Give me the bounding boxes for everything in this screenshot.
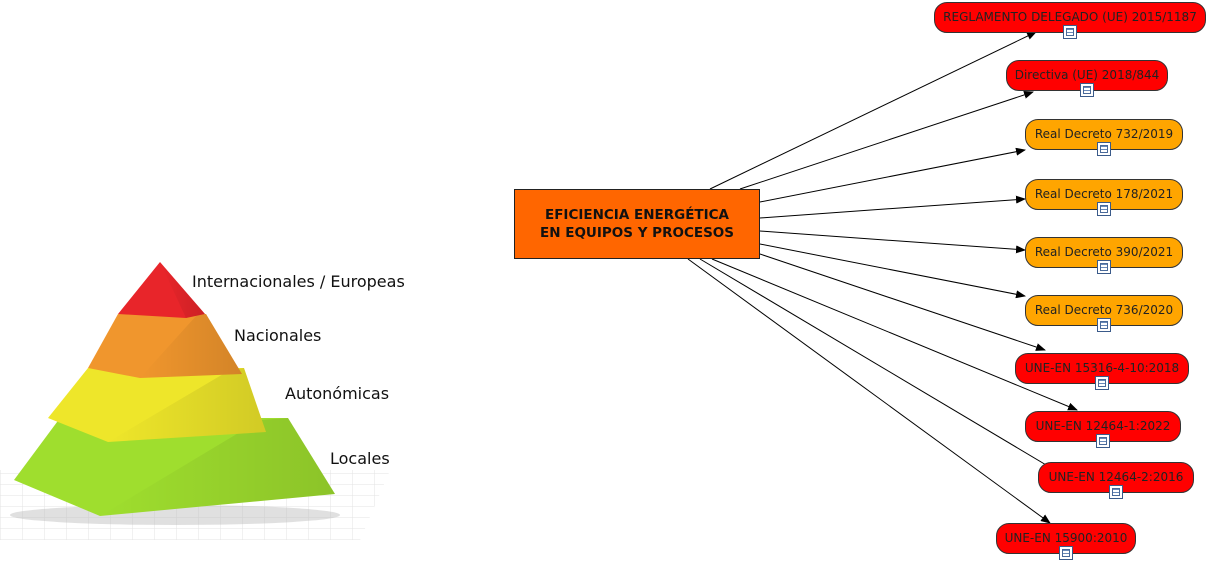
node-label: Real Decreto 732/2019	[1035, 127, 1173, 141]
center-topic-line1: EFICIENCIA ENERGÉTICA	[540, 206, 734, 224]
node-une-en-15900-2010[interactable]: UNE-EN 15900:2010	[996, 523, 1136, 554]
node-label: Directiva (UE) 2018/844	[1015, 68, 1160, 82]
node-label: Real Decreto 736/2020	[1035, 303, 1173, 317]
connector-line	[760, 231, 1025, 250]
node-real-decreto-736-2020[interactable]: Real Decreto 736/2020	[1025, 295, 1183, 326]
node-label: REGLAMENTO DELEGADO (UE) 2015/1187	[943, 10, 1197, 24]
connector-line	[688, 259, 1050, 523]
node-label: UNE-EN 12464-2:2016	[1049, 470, 1184, 484]
connector-line	[712, 259, 1077, 410]
node-label: UNE-EN 15900:2010	[1005, 531, 1128, 545]
connector-line	[760, 199, 1025, 218]
connector-line	[760, 150, 1025, 202]
document-icon[interactable]	[1095, 376, 1109, 390]
document-icon[interactable]	[1063, 25, 1077, 39]
node-label: Real Decreto 178/2021	[1035, 187, 1173, 201]
node-real-decreto-390-2021[interactable]: Real Decreto 390/2021	[1025, 237, 1183, 268]
node-directiva-2018-844[interactable]: Directiva (UE) 2018/844	[1006, 60, 1168, 91]
center-topic-node[interactable]: EFICIENCIA ENERGÉTICA EN EQUIPOS Y PROCE…	[514, 189, 760, 259]
connector-line	[760, 244, 1025, 296]
document-icon[interactable]	[1097, 142, 1111, 156]
node-une-en-15316-4-10-2018[interactable]: UNE-EN 15316-4-10:2018	[1015, 353, 1189, 384]
node-reglamento-delegado-2015-1187[interactable]: REGLAMENTO DELEGADO (UE) 2015/1187	[934, 2, 1206, 33]
node-label: Real Decreto 390/2021	[1035, 245, 1173, 259]
document-icon[interactable]	[1097, 260, 1111, 274]
document-icon[interactable]	[1096, 434, 1110, 448]
connector-line	[700, 259, 1063, 475]
node-une-en-12464-1-2022[interactable]: UNE-EN 12464-1:2022	[1025, 411, 1181, 442]
center-topic-line2: EN EQUIPOS Y PROCESOS	[540, 224, 734, 242]
document-icon[interactable]	[1097, 318, 1111, 332]
node-une-en-12464-2-2016[interactable]: UNE-EN 12464-2:2016	[1038, 462, 1194, 493]
document-icon[interactable]	[1059, 546, 1073, 560]
node-label: UNE-EN 15316-4-10:2018	[1025, 361, 1179, 375]
connector-line	[760, 254, 1045, 350]
node-label: UNE-EN 12464-1:2022	[1036, 419, 1171, 433]
document-icon[interactable]	[1097, 202, 1111, 216]
connector-line	[740, 92, 1033, 189]
node-real-decreto-732-2019[interactable]: Real Decreto 732/2019	[1025, 119, 1183, 150]
node-real-decreto-178-2021[interactable]: Real Decreto 178/2021	[1025, 179, 1183, 210]
document-icon[interactable]	[1109, 485, 1123, 499]
connector-line	[710, 32, 1036, 189]
document-icon[interactable]	[1080, 83, 1094, 97]
